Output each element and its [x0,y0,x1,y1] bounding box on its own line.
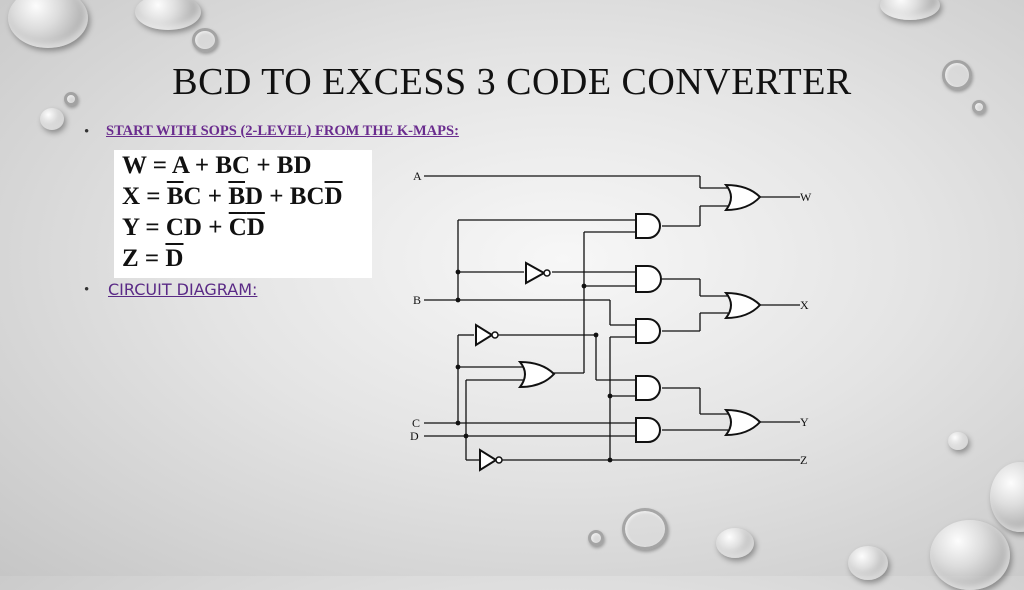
not-gate [525,261,547,285]
bullet-circuit-heading: CIRCUIT DIAGRAM: [108,280,258,299]
equation-x: X = BC + BD + BCD [122,183,343,210]
circuit-diagram: A B C D W X Y Z [410,169,812,472]
equation-box: W = A + BC + BD X = BC + BD + BCD Y = CD… [114,150,372,278]
input-label-b: B [413,293,421,307]
not-gate [475,323,494,347]
output-label-x: X [800,298,809,312]
water-droplet [588,530,604,546]
water-droplet [972,100,986,114]
equation-w: W = A + BC + BD [122,152,312,179]
equation-z: Z = D [122,245,184,272]
water-droplet [192,28,218,52]
bullet-glyph: • [84,282,90,298]
not-gate [479,448,498,472]
water-droplet [716,528,754,558]
water-droplet [942,60,972,90]
input-label-c: C [412,416,420,430]
and-gate [635,375,661,401]
water-droplet [135,0,201,30]
output-label-w: W [800,190,812,204]
bullet-sop-heading: START WITH SOPS (2-LEVEL) FROM THE K-MAP… [106,123,459,139]
equation-y: Y = CD + CD [122,214,265,241]
and-gate [635,265,662,293]
output-label-z: Z [800,453,807,467]
slide-title: BCD TO EXCESS 3 CODE CONVERTER [172,61,852,103]
input-label-d: D [410,429,419,443]
water-droplet [8,0,88,48]
water-droplet [622,508,668,550]
water-droplet [40,108,64,130]
and-gate [635,417,661,443]
water-droplet [848,546,888,580]
and-gate [635,213,661,239]
bullet-glyph: • [84,124,90,140]
and-gate [635,318,661,344]
or-gate [723,291,762,320]
or-gate [723,408,762,437]
water-droplet [64,92,78,106]
or-gate [723,183,762,212]
or-gate [517,360,556,389]
water-droplet [948,432,968,450]
input-label-a: A [413,169,422,183]
water-droplet [880,0,940,20]
output-label-y: Y [800,415,809,429]
